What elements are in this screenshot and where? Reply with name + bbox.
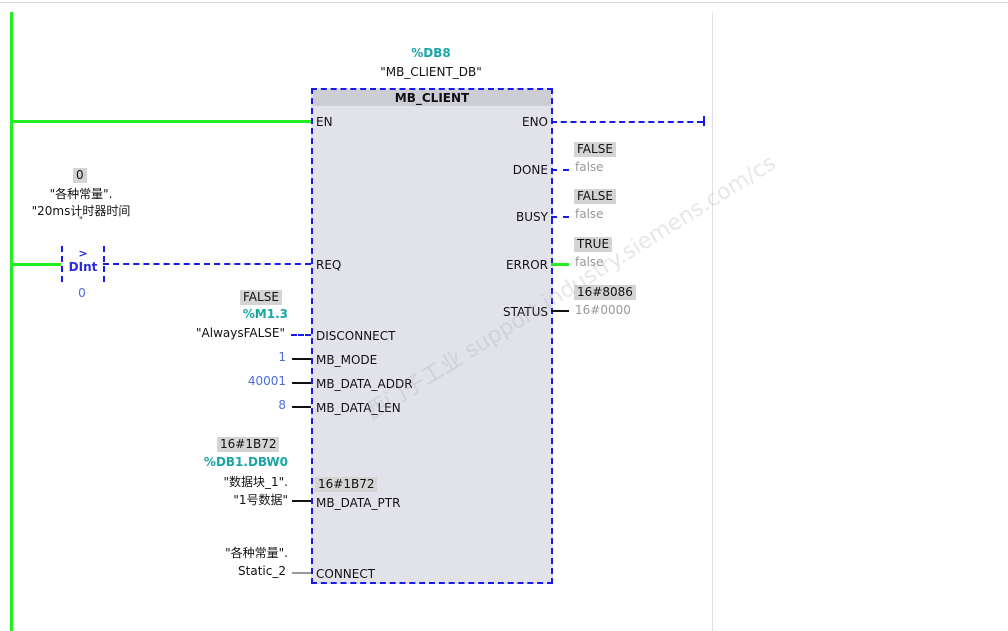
pin-done: DONE xyxy=(512,163,548,177)
compare-in2[interactable]: 0 xyxy=(78,286,86,300)
pin-eno: ENO xyxy=(521,115,548,129)
busy-value: FALSE xyxy=(574,189,616,204)
req-powerflow-wire xyxy=(12,263,61,266)
pin-connect: CONNECT xyxy=(316,567,376,581)
compare-in1-symbol1[interactable]: "各种常量". xyxy=(49,187,113,201)
pin-req: REQ xyxy=(316,258,342,272)
disconnect-value: FALSE xyxy=(240,290,282,305)
block-title: MB_CLIENT xyxy=(313,90,551,106)
power-rail xyxy=(10,12,13,631)
mb-data-len-wire xyxy=(292,406,311,408)
compare-operator: > xyxy=(78,247,88,260)
mb-data-addr-wire xyxy=(292,382,311,384)
connect-symbol1[interactable]: "各种常量". xyxy=(225,546,288,560)
mb-client-block[interactable] xyxy=(311,88,553,584)
disconnect-wire xyxy=(291,334,311,336)
mb-mode-value[interactable]: 1 xyxy=(278,350,286,364)
error-wire xyxy=(551,263,569,266)
mb-data-ptr-value: 16#1B72 xyxy=(217,437,280,452)
editor-right-border xyxy=(712,12,713,631)
busy-tag[interactable]: false xyxy=(575,207,604,221)
done-tag[interactable]: false xyxy=(575,160,604,174)
status-tag[interactable]: 16#0000 xyxy=(575,303,631,317)
pin-mb-data-addr: MB_DATA_ADDR xyxy=(316,377,413,391)
compare-type: DInt xyxy=(68,260,98,274)
instance-db-name[interactable]: "MB_CLIENT_DB" xyxy=(380,65,482,79)
mb-data-ptr-symbol1[interactable]: "数据块_1". xyxy=(223,475,289,489)
mb-data-ptr-address[interactable]: %DB1.DBW0 xyxy=(203,455,288,469)
compare-contact[interactable]: > DInt xyxy=(61,246,105,282)
instance-db-address[interactable]: %DB8 xyxy=(411,46,451,60)
pin-disconnect: DISCONNECT xyxy=(316,329,396,343)
connect-wire xyxy=(292,572,311,574)
done-wire xyxy=(551,169,569,171)
mb-data-ptr-wire xyxy=(292,500,311,502)
pin-en: EN xyxy=(316,115,333,129)
compare-in1-symbol3: " xyxy=(78,216,84,226)
disconnect-symbol[interactable]: "AlwaysFALSE" xyxy=(196,326,285,340)
mb-mode-wire xyxy=(292,358,311,360)
disconnect-address[interactable]: %M1.3 xyxy=(242,307,288,321)
pin-status: STATUS xyxy=(502,305,548,319)
error-tag[interactable]: false xyxy=(575,255,604,269)
eno-wire xyxy=(551,121,703,123)
pin-error: ERROR xyxy=(505,258,548,272)
compare-in1-symbol2[interactable]: "20ms计时器时间 xyxy=(31,204,131,218)
mb-data-addr-value[interactable]: 40001 xyxy=(247,374,286,388)
mb-data-ptr-pin-value: 16#1B72 xyxy=(315,477,378,492)
pin-mb-data-len: MB_DATA_LEN xyxy=(316,401,401,415)
mb-data-ptr-symbol2[interactable]: "1号数据" xyxy=(233,493,288,507)
pin-mb-data-ptr: MB_DATA_PTR xyxy=(316,496,401,510)
busy-wire xyxy=(551,216,569,218)
req-wire xyxy=(103,263,311,265)
eno-wire-end xyxy=(703,116,705,126)
pin-mb-mode: MB_MODE xyxy=(316,353,378,367)
mb-data-len-value[interactable]: 8 xyxy=(278,398,286,412)
connect-symbol2[interactable]: Static_2 xyxy=(238,564,286,578)
status-value: 16#8086 xyxy=(574,285,636,300)
editor-top-border xyxy=(0,2,1008,3)
en-wire xyxy=(12,120,311,123)
done-value: FALSE xyxy=(574,142,616,157)
status-wire xyxy=(551,310,569,312)
compare-in1-value: 0 xyxy=(73,168,87,183)
pin-busy: BUSY xyxy=(516,210,548,224)
error-value: TRUE xyxy=(574,237,613,252)
